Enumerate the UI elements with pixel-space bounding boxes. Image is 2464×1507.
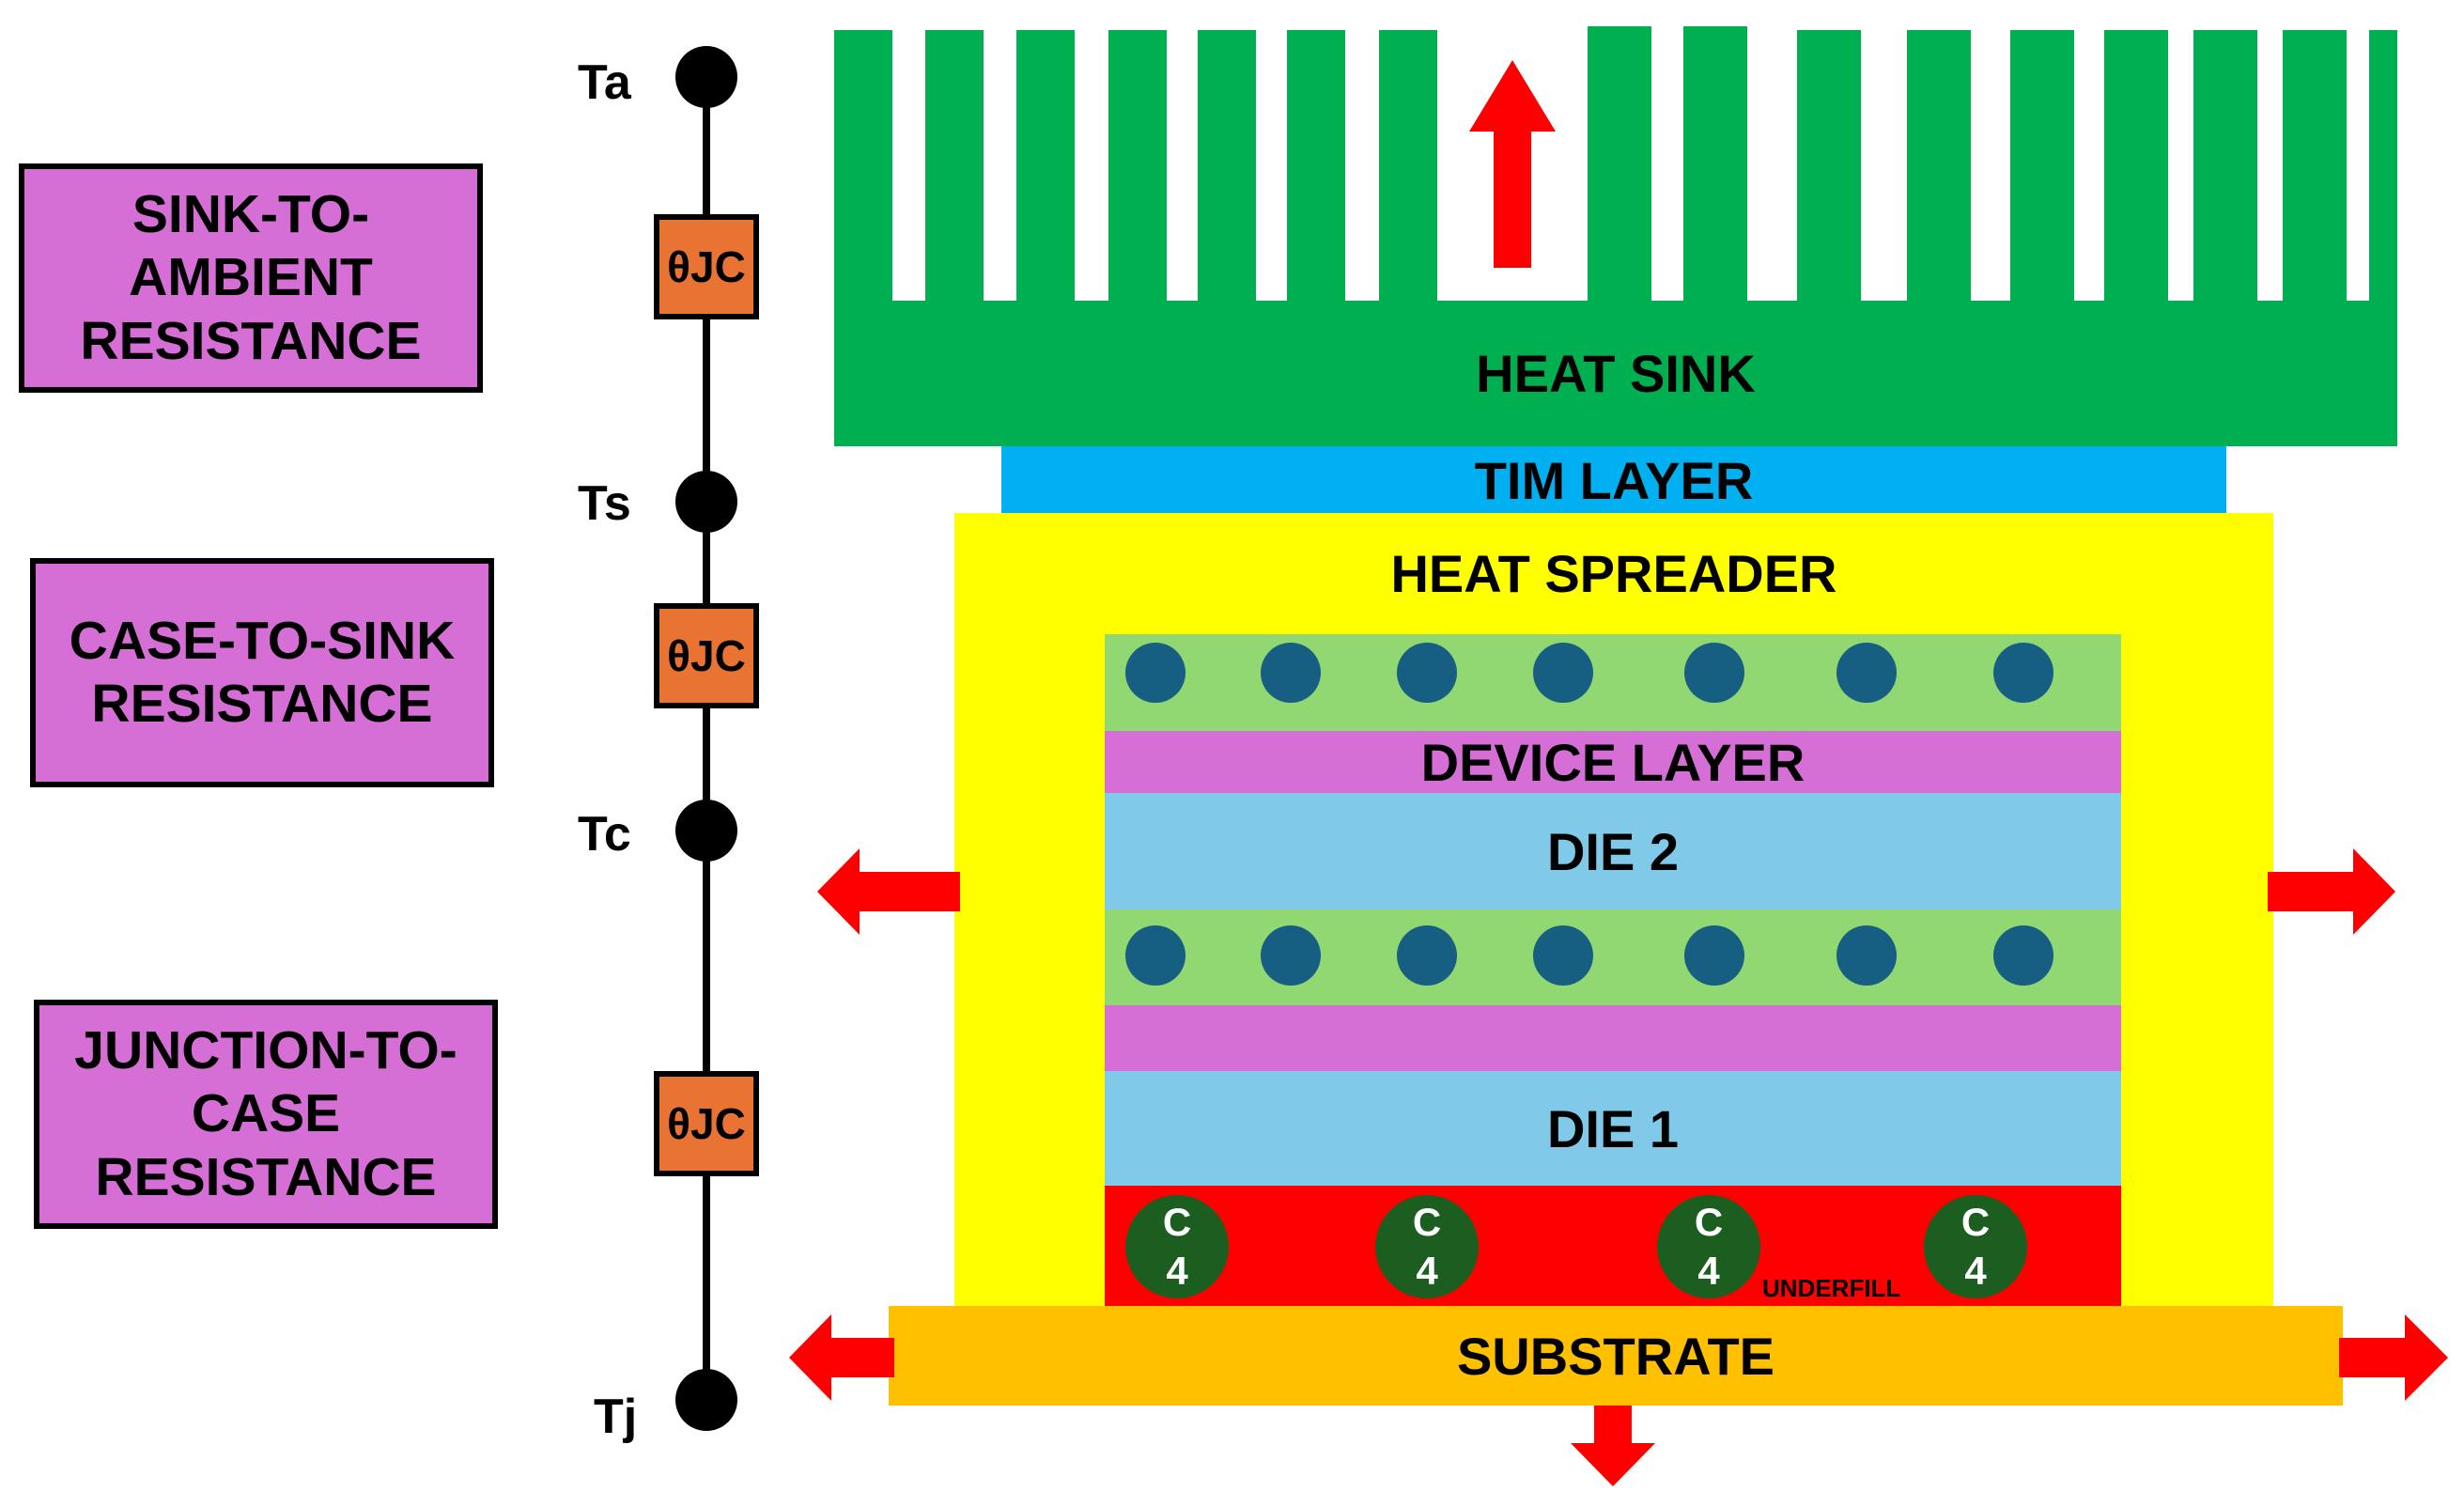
heat-sink-fin <box>1588 26 1651 301</box>
heat-sink-fin <box>1016 30 1075 301</box>
node-label-ta: Ta <box>578 55 631 110</box>
micro-bump-bottom <box>1397 925 1457 986</box>
node-tc <box>675 800 737 862</box>
micro-bump-top <box>1993 643 2053 703</box>
die-1: DIE 1 <box>1105 1071 2121 1186</box>
heat-sink-fin <box>2193 30 2257 301</box>
tim-layer-label: TIM LAYER <box>1474 451 1754 510</box>
micro-bump-top <box>1125 643 1186 703</box>
heat-sink-fin <box>1198 30 1256 301</box>
node-ta <box>675 46 737 108</box>
arrow-right-substrate-icon <box>2339 1314 2448 1401</box>
die-2: DIE 2 <box>1105 793 2121 909</box>
micro-bump-bottom <box>1836 925 1897 986</box>
micro-bump-bottom <box>1993 925 2053 986</box>
c4-bump-label-top: C <box>1694 1199 1724 1244</box>
micro-bump-bottom <box>1533 925 1593 986</box>
underfill-label: UNDERFILL <box>1762 1274 1901 1302</box>
c4-bump-label-bottom: 4 <box>1697 1249 1720 1293</box>
heat-sink-fin <box>834 30 892 301</box>
heat-sink-fin <box>1683 26 1747 301</box>
c4-bump-label-top: C <box>1412 1199 1442 1244</box>
substrate: SUBSTRATE <box>889 1306 2343 1406</box>
junction-to-case-label: JUNCTION-TO- CASE RESISTANCE <box>34 1000 498 1229</box>
resistor-case-sink: θJC <box>654 603 759 708</box>
arrow-up-icon <box>1469 60 1556 268</box>
case-to-sink-label: CASE-TO-SINK RESISTANCE <box>30 558 494 787</box>
c4-bump-label-bottom: 4 <box>1416 1249 1438 1293</box>
device-layer-label: DEVICE LAYER <box>1420 732 1805 792</box>
device-layer: DEVICE LAYER <box>1105 731 2121 793</box>
sink-to-ambient-label: SINK-TO- AMBIENT RESISTANCE <box>19 163 483 393</box>
tim-layer: TIM LAYER <box>1001 446 2226 515</box>
micro-bump-top <box>1533 643 1593 703</box>
node-label-ts: Ts <box>578 476 631 531</box>
micro-bump-bottom <box>1125 925 1186 986</box>
heat-sink-fin <box>2010 30 2074 301</box>
heat-sink-fin <box>1379 30 1437 301</box>
ladder-wire <box>703 77 710 1400</box>
micro-bump-top <box>1836 643 1897 703</box>
heat-sink-fin <box>1287 30 1345 301</box>
resistor-junction-case: θJC <box>654 1071 759 1176</box>
die-1-label: DIE 1 <box>1546 1098 1680 1158</box>
substrate-label: SUBSTRATE <box>1456 1326 1775 1386</box>
heat-sink-fin <box>925 30 984 301</box>
node-label-tc: Tc <box>578 807 631 862</box>
resistor-sink-ambient: θJC <box>654 214 759 319</box>
arrow-down-icon <box>1571 1406 1655 1486</box>
node-label-tj: Tj <box>594 1390 638 1444</box>
arrow-left-spreader-icon <box>817 848 960 935</box>
heat-sink-fin <box>1907 30 1971 301</box>
micro-bump-bottom <box>1684 925 1744 986</box>
heat-sink-fin <box>2283 30 2347 301</box>
heat-sink-fin <box>1108 30 1167 301</box>
node-tj <box>675 1369 737 1431</box>
c4-bump-label-bottom: 4 <box>1166 1249 1188 1293</box>
arrow-left-substrate-icon <box>789 1314 894 1401</box>
heat-sink: HEAT SINK <box>834 301 2397 446</box>
micro-bump-top <box>1261 643 1321 703</box>
c4-bump-label-top: C <box>1162 1199 1192 1244</box>
arrow-right-spreader-icon <box>2268 848 2395 935</box>
c4-bump-label-bottom: 4 <box>1964 1249 1987 1293</box>
heat-sink-fin <box>2369 30 2397 301</box>
die-2-label: DIE 2 <box>1546 821 1680 881</box>
device-layer-lower <box>1105 1005 2121 1071</box>
heat-sink-label: HEAT SINK <box>1476 344 1756 403</box>
micro-bump-top <box>1684 643 1744 703</box>
heat-sink-fin <box>1797 30 1861 301</box>
micro-bump-bottom <box>1261 925 1321 986</box>
micro-bump-top <box>1397 643 1457 703</box>
c4-bump-label-top: C <box>1960 1199 1991 1244</box>
node-ts <box>675 471 737 533</box>
heat-sink-fin <box>2104 30 2168 301</box>
heat-spreader-label: HEAT SPREADER <box>1390 543 1837 603</box>
